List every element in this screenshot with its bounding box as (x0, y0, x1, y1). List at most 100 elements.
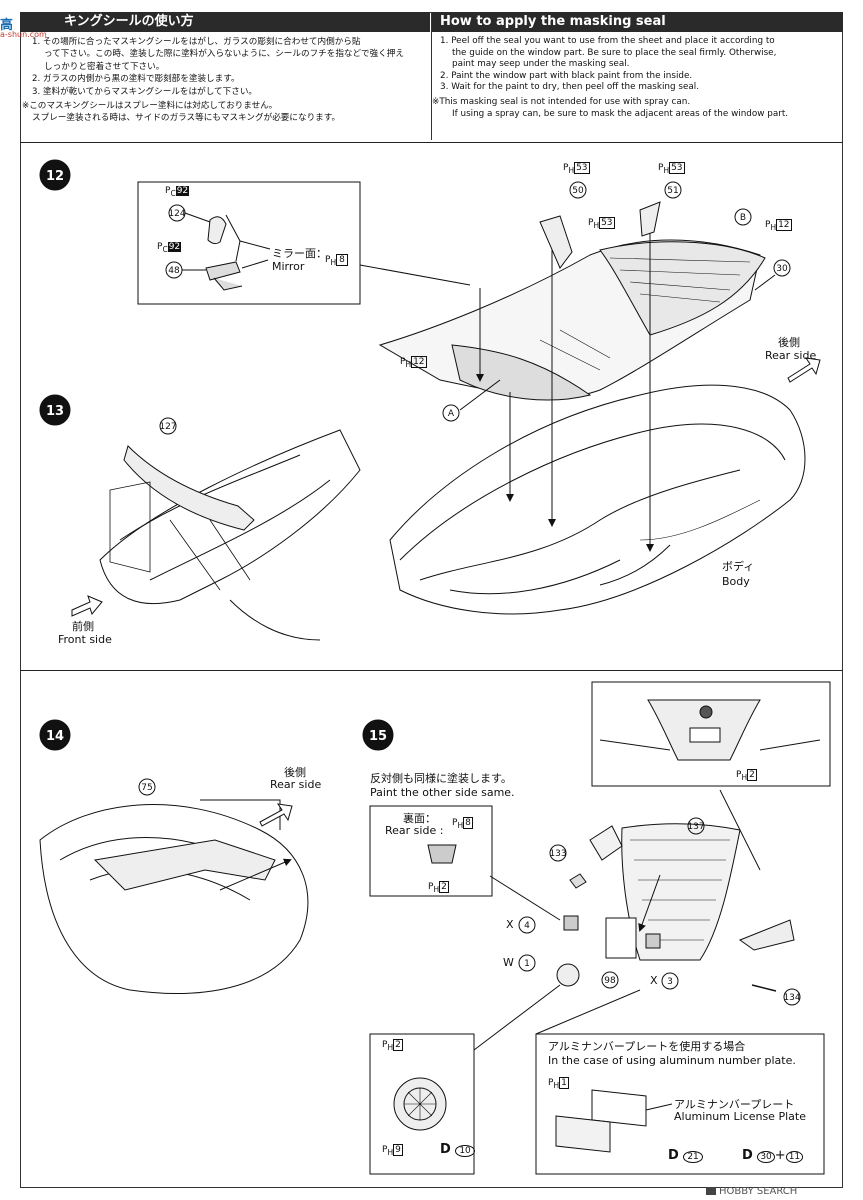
rear-side-arrow-14 (259, 803, 293, 827)
front-windshield-seal (451, 344, 592, 401)
rear-window (599, 241, 766, 336)
rear-side-inset (369, 805, 493, 897)
part-133-label: 133 (549, 849, 566, 859)
body-shell (389, 384, 806, 615)
step-13-badge (39, 394, 71, 426)
part-75-spoiler (93, 839, 276, 891)
jp-line: 2. ガラスの内側から黒の塗料で彫刻部を塗装します。 (32, 74, 240, 85)
seal-a-label: A (448, 409, 455, 419)
part-75-label: 75 (141, 783, 152, 793)
front-en-label: Front side (58, 633, 112, 646)
rear-body (39, 804, 309, 994)
en-line: ※This masking seal is not intended for u… (432, 96, 691, 107)
alum-plate-jp: アルミナンバープレート (674, 1098, 795, 1111)
mirror-inset-box (137, 181, 361, 305)
grille-137 (621, 823, 741, 961)
part-98-circle (601, 971, 619, 989)
part-133-circle (549, 844, 567, 862)
part-30-label: 30 (776, 264, 788, 274)
rear-jp-label-14: 後側 (284, 766, 306, 779)
en-line: the guide on the window part. Be sure to… (452, 47, 777, 58)
en-line: 2. Paint the window part with black pain… (440, 70, 693, 81)
part-4-label: 4 (524, 921, 530, 931)
emblem-part (556, 963, 580, 987)
en-line: 3. Wait for the paint to dry, then peel … (440, 82, 699, 93)
mirror-stalk (207, 216, 227, 245)
jp-instructions: 1. その場所に合ったマスキングシールをはがし、ガラスの彫刻に合わせて内側から貼… (22, 36, 422, 125)
part-48-label: 48 (168, 266, 180, 276)
alum-d30-11: D 30+11 (742, 1148, 804, 1163)
part-134-label: 134 (783, 993, 800, 1003)
header-divider (431, 12, 432, 140)
emblem-inset-box (369, 1033, 475, 1175)
body-jp-label: ボディ (722, 560, 755, 573)
part-50 (539, 215, 573, 269)
jp-line: 3. 塗料が乾いてからマスキングシールをはがして下さい。 (32, 86, 258, 97)
section-divider (20, 670, 843, 671)
s15-rear-jp: 裏面： (403, 812, 436, 825)
jp-line: しっかりと密着させて下さい。 (44, 61, 165, 72)
pc92b-label: PC92 (157, 242, 182, 254)
part-51 (639, 201, 661, 237)
part-3-circle (661, 972, 679, 990)
watermark-logo: 高 (0, 18, 14, 33)
mirror-jp-label: ミラー面： (272, 247, 327, 260)
grille-inset-box (591, 681, 831, 787)
part-98-label: 98 (604, 976, 616, 986)
jp-line: って下さい。この時、塗装した際に塗料が入らないように、シールのフチを指などで強く… (44, 49, 404, 60)
rear-en-label-14: Rear side (270, 778, 322, 791)
part-137-circle (687, 817, 705, 835)
alum-plate-en: Aluminum License Plate (674, 1110, 806, 1123)
jp-header: キングシールの使い方 (20, 12, 430, 32)
section-divider (20, 142, 843, 143)
step-13-num: 13 (46, 404, 64, 419)
jp-line: スプレー塗装される時は、サイドのガラス等にもマスキングが必要になります。 (32, 113, 341, 124)
s15-w: W (503, 956, 514, 969)
part-1-circle (518, 954, 536, 972)
part-1-label: 1 (524, 959, 530, 969)
en-header: How to apply the masking seal (432, 12, 843, 32)
alum-en: In the case of using aluminum number pla… (548, 1054, 796, 1067)
part-134-circle (783, 988, 801, 1006)
step-15-num: 15 (369, 729, 387, 744)
en-line: 1. Peel off the seal you want to use fro… (440, 36, 775, 46)
pc92a-label: PC92 (165, 186, 190, 198)
step-14-num: 14 (46, 729, 64, 744)
step-14-badge (39, 719, 71, 751)
en-line: If using a spray can, be sure to mask th… (452, 108, 789, 119)
part-4-circle (518, 916, 536, 934)
step-12-num: 12 (46, 169, 64, 184)
rear-side-arrow (787, 357, 821, 383)
rear-en-label: Rear side (765, 349, 817, 362)
jp-line: 1. その場所に合ったマスキングシールをはがし、ガラスの彫刻に合わせて内側から貼 (32, 37, 361, 47)
mirror-body (205, 261, 243, 291)
alum-d21: D 21 (668, 1148, 703, 1163)
rear-jp-label: 後側 (778, 336, 800, 349)
seal-b-circle (734, 208, 752, 226)
seal-a-circle (442, 404, 460, 422)
part-30-circle (773, 259, 791, 277)
part-50-circle (569, 181, 587, 199)
mirror-en-label: Mirror (272, 260, 305, 273)
s15-note-jp: 反対側も同様に塗装します。 (370, 772, 512, 785)
watermark-url: a-shun.com (0, 30, 47, 39)
step-12-badge (39, 159, 71, 191)
part-98-plate (605, 917, 637, 959)
alum-jp: アルミナンバープレートを使用する場合 (548, 1040, 746, 1053)
part-127 (123, 445, 255, 531)
seal-b-label: B (740, 213, 746, 223)
part-50-label: 50 (572, 186, 584, 196)
part-51-circle (664, 181, 682, 199)
front-jp-label: 前側 (72, 620, 94, 633)
jp-line: ※このマスキングシールはスプレー塗料には対応しておりません。 (22, 101, 278, 112)
part-137-label: 137 (687, 822, 704, 832)
